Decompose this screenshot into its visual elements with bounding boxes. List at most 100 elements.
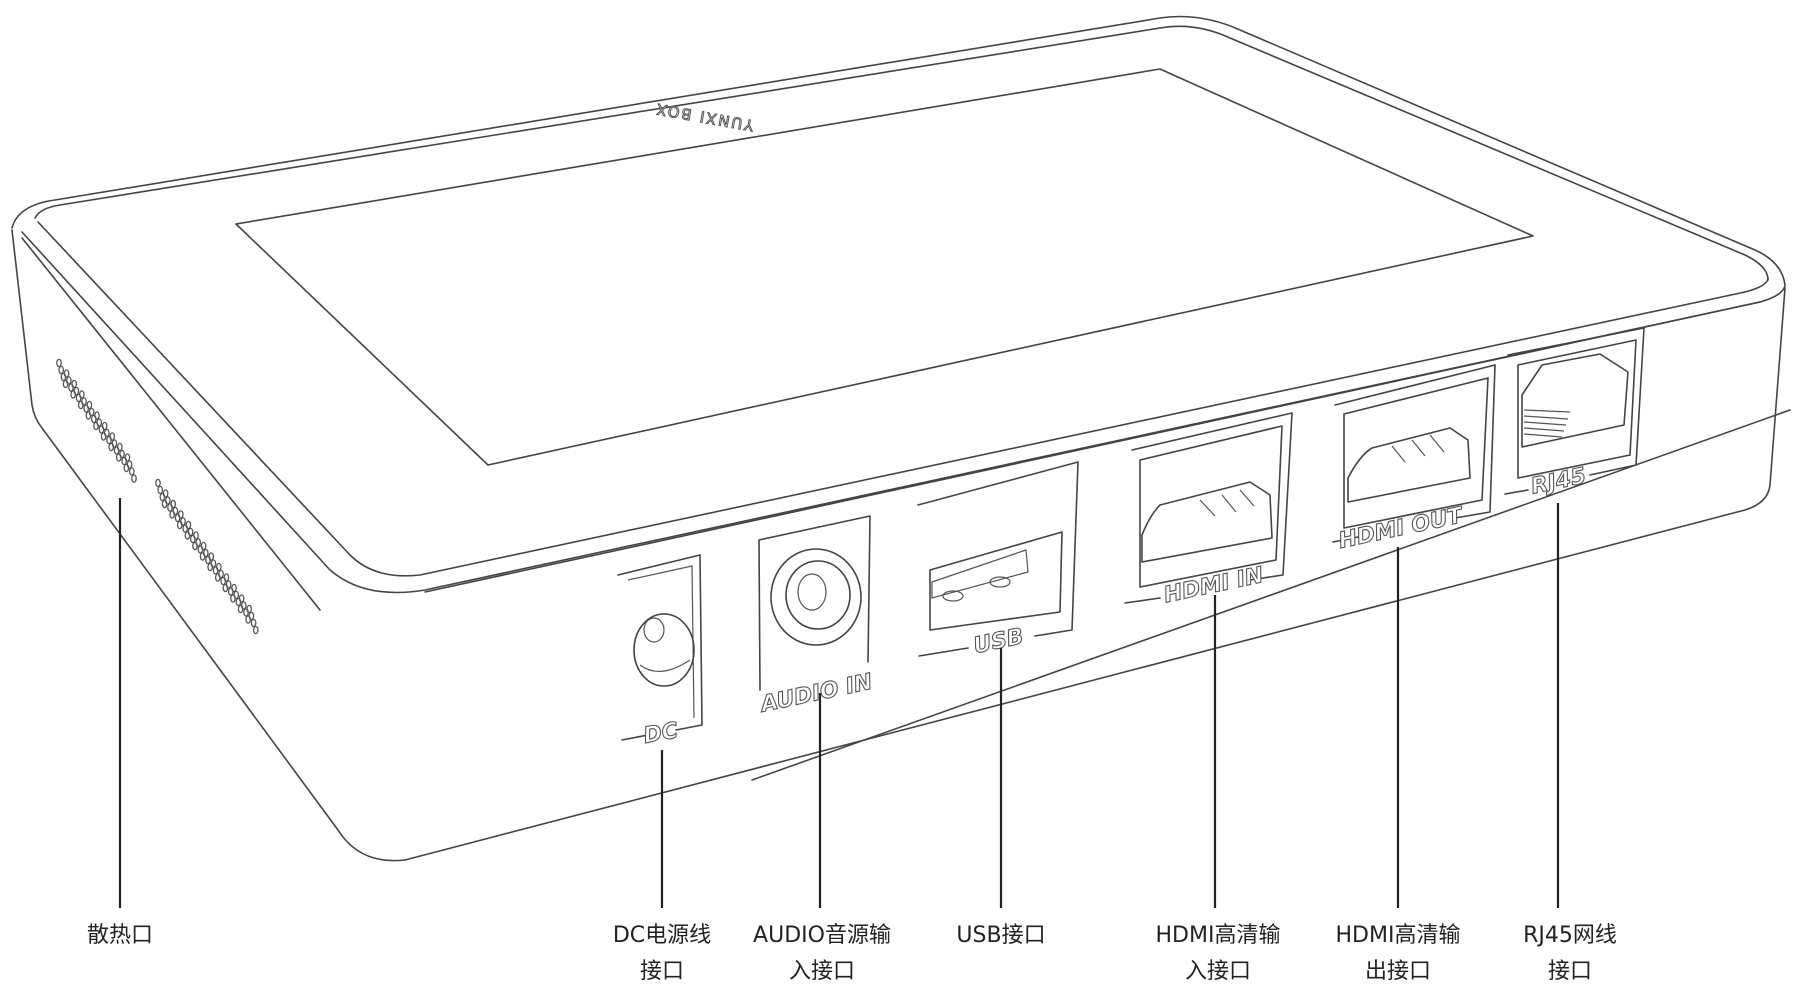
vent-hole — [205, 555, 211, 565]
vent-hole — [77, 400, 84, 410]
callout-vent-line1: 散热口 — [86, 923, 154, 948]
vent-hole — [212, 566, 219, 575]
callout-usb-line1: USB接口 — [956, 923, 1046, 948]
vent-hole — [60, 372, 67, 382]
top-inner-rim — [34, 25, 1769, 281]
lid-bevel — [37, 221, 1769, 577]
vent-hole — [121, 456, 128, 466]
vent-hole — [113, 446, 120, 455]
callout-audio: AUDIO音源输 入接口 — [753, 918, 891, 990]
vent-hole — [68, 383, 74, 392]
vent-hole — [115, 453, 122, 462]
vent-hole — [250, 618, 257, 628]
hdmi-in-recess — [1139, 425, 1283, 588]
dc-port-label: DC — [642, 718, 680, 749]
vent-hole — [252, 625, 259, 635]
vent-hole — [108, 442, 115, 452]
vent-hole — [245, 615, 252, 624]
vent-hole — [167, 503, 173, 512]
vent-hole — [220, 576, 227, 586]
callout-dc: DC电源线 接口 — [613, 918, 711, 990]
vent-hole — [123, 463, 130, 473]
audio-port: AUDIO IN — [756, 515, 875, 719]
vent-hole — [85, 411, 92, 420]
hdmi-out-recess — [1343, 377, 1489, 529]
brand-logo-text: YUNXI BOX — [653, 99, 756, 134]
bottom-edge — [404, 287, 1786, 861]
screen — [235, 68, 1534, 466]
audio-jack-pin — [797, 573, 827, 611]
lid-bevel-2 — [21, 231, 1786, 594]
vent-hole — [235, 597, 242, 607]
vent-hole — [192, 541, 198, 551]
hdmi-in-port-frame — [1124, 412, 1293, 604]
audio-port-frame — [758, 515, 871, 691]
callout-usb: USB接口 — [956, 918, 1045, 954]
vent-hole — [106, 435, 112, 445]
vent-hole — [182, 524, 189, 533]
callout-hdmi-out-line2: 出接口 — [1364, 959, 1431, 984]
hdmi-out-connector — [1347, 427, 1471, 503]
audio-jack-outer — [770, 548, 862, 646]
vent-hole — [159, 492, 166, 502]
vent-hole — [58, 365, 65, 375]
rj45-frame-inner — [1517, 339, 1637, 479]
hdmi-in-pins — [1199, 489, 1255, 517]
left-side-edge — [11, 229, 406, 862]
vent-hole — [100, 432, 107, 441]
vent-hole — [131, 474, 137, 483]
hdmi-out-pins — [1391, 434, 1445, 463]
callout-hdmi-out: HDMI高清输 出接口 — [1336, 918, 1461, 990]
vent-hole — [243, 608, 249, 617]
hdmi-out-port: HDMI OUT — [1332, 364, 1496, 555]
vent-hole — [98, 425, 105, 434]
hdmi-out-port-label: HDMI OUT — [1336, 503, 1466, 554]
dc-port-frame — [617, 554, 703, 741]
vent-hole — [176, 520, 183, 530]
callout-audio-line1: AUDIO音源输 — [753, 923, 891, 948]
vent-hole — [230, 594, 236, 603]
dc-jack — [633, 613, 695, 687]
hdmi-out-port-frame — [1332, 364, 1496, 543]
front-lower-line — [751, 409, 1791, 781]
dc-jack-ring — [639, 659, 691, 672]
vent-hole — [174, 513, 181, 523]
callout-hdmi-in: HDMI高清输 入接口 — [1156, 918, 1281, 990]
front-seam — [424, 301, 1761, 593]
rj45-socket — [1521, 353, 1629, 448]
vent-hole — [189, 534, 196, 544]
device-body — [11, 15, 1791, 862]
dc-jack-pin — [643, 617, 665, 643]
vent-hole — [90, 414, 97, 424]
usb-socket — [929, 531, 1063, 631]
usb-port-frame — [917, 461, 1079, 657]
usb-tongue — [931, 549, 1029, 599]
vent-hole — [197, 545, 204, 554]
rj45-port: RJ45 — [1504, 327, 1645, 500]
left-front-corner-edge — [21, 237, 321, 611]
vent-hole — [161, 499, 168, 509]
rj45-contacts — [1523, 409, 1571, 438]
callout-dc-line1: DC电源线 — [612, 923, 712, 948]
callout-dc-line2: 接口 — [639, 959, 684, 984]
top-outer-rim — [11, 15, 1786, 286]
vent-hole — [155, 478, 161, 488]
vent-hole — [237, 604, 244, 614]
callout-audio-line2: 入接口 — [788, 959, 855, 984]
vent-hole — [214, 573, 221, 582]
hdmi-in-connector — [1141, 481, 1273, 563]
vent-hole — [70, 390, 77, 399]
vent-hole — [93, 421, 99, 431]
vent-hole — [222, 583, 229, 593]
usb-contact-1 — [942, 590, 964, 602]
vent-hole — [75, 393, 82, 403]
vent-hole — [56, 358, 62, 368]
dc-port: DC — [617, 554, 703, 749]
hdmi-in-port: HDMI IN — [1124, 412, 1293, 609]
callout-hdmi-in-line1: HDMI高清输 — [1155, 923, 1281, 948]
hdmi-in-port-label: HDMI IN — [1162, 563, 1266, 608]
vent-hole — [62, 379, 69, 389]
rj45-port-label: RJ45 — [1529, 464, 1589, 500]
vent-hole — [184, 531, 191, 540]
